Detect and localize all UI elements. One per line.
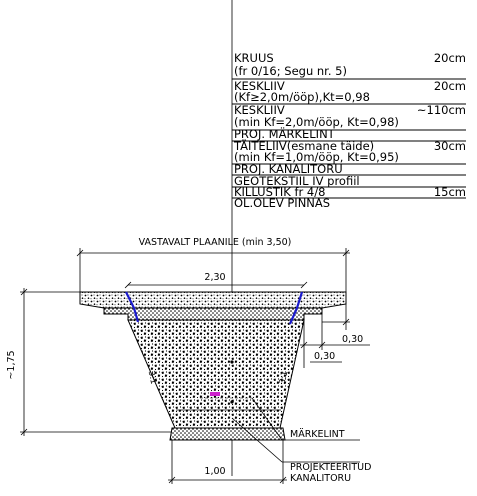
duct-point	[230, 360, 234, 364]
duct-marker	[210, 392, 220, 396]
layer-text: KRUUS (fr 0/16; Segu nr. 5) 20cm KESKLII…	[233, 51, 466, 210]
layer-3-spec: (min Kf=2,0m/ööp, Kt=0,98)	[234, 115, 399, 129]
layer-1-thickness: 20cm	[434, 51, 466, 65]
ducts-callout-line2: KANALITORU	[290, 473, 351, 484]
layer-7-name: GEOTEKSTIIL IV profiil	[234, 174, 360, 188]
geotextile-right	[288, 291, 304, 325]
slope-labels: 3:1 3:1	[146, 370, 291, 385]
depth-label: ~1,75	[6, 350, 17, 379]
slope-right-label: 3:1	[278, 370, 291, 385]
layer-4-name: PROJ. MÄRKELINT	[234, 126, 336, 141]
layer-3-thickness: ~110cm	[417, 103, 466, 117]
slope-left-label: 3:1	[146, 370, 159, 385]
layer-8-thickness: 15cm	[434, 185, 466, 199]
top-gravel-layer	[79, 291, 347, 309]
callout-text: MÄRKELINT PROJEKTEERITUD KANALITORU	[290, 429, 371, 484]
dimension-labels: VASTAVALT PLAANILE (min 3,50) 2,30 ~1,75…	[6, 237, 363, 477]
layer-2-thickness: 20cm	[434, 79, 466, 93]
layer-5-thickness: 30cm	[434, 139, 466, 153]
mid-width-label: 2,30	[204, 272, 225, 283]
marker-tape-callout: MÄRKELINT	[290, 429, 345, 440]
callout-leaders	[231, 397, 360, 463]
ducts-callout-line1: PROJEKTEERITUD	[290, 462, 371, 473]
layer-8-name: KILLUSTIK fr 4/8	[234, 185, 325, 199]
crushed-stone-bedding	[169, 427, 286, 441]
layer-1-name: KRUUS	[234, 51, 274, 65]
step-b-label: 0,30	[314, 351, 335, 362]
layer-1-spec: (fr 0/16; Segu nr. 5)	[234, 64, 347, 78]
layer-5-spec: (min Kf=1,0m/ööp, Kt=0,95)	[234, 150, 399, 164]
top-width-label: VASTAVALT PLAANILE (min 3,50)	[139, 237, 292, 248]
layer-5-name: TÄITELIIV(esmane täide)	[233, 138, 374, 153]
layer-3-name: KESKLIIV	[234, 103, 285, 117]
geotextile-left	[125, 291, 140, 323]
layer-2-name: KESKLIIV	[234, 79, 285, 93]
bottom-width-label: 1,00	[204, 466, 225, 477]
layer-6-name: PROJ. KANALITORU	[234, 162, 343, 176]
layer-legend	[232, 78, 466, 199]
dimension-lines	[20, 248, 370, 484]
step-a-label: 0,30	[342, 334, 363, 345]
layer-2-spec: (Kf≥2,0m/ööp),Kt=0,98	[234, 90, 370, 104]
duct-point	[230, 400, 234, 404]
layer-9-name: OL.OLEV PINNAS	[234, 196, 330, 210]
